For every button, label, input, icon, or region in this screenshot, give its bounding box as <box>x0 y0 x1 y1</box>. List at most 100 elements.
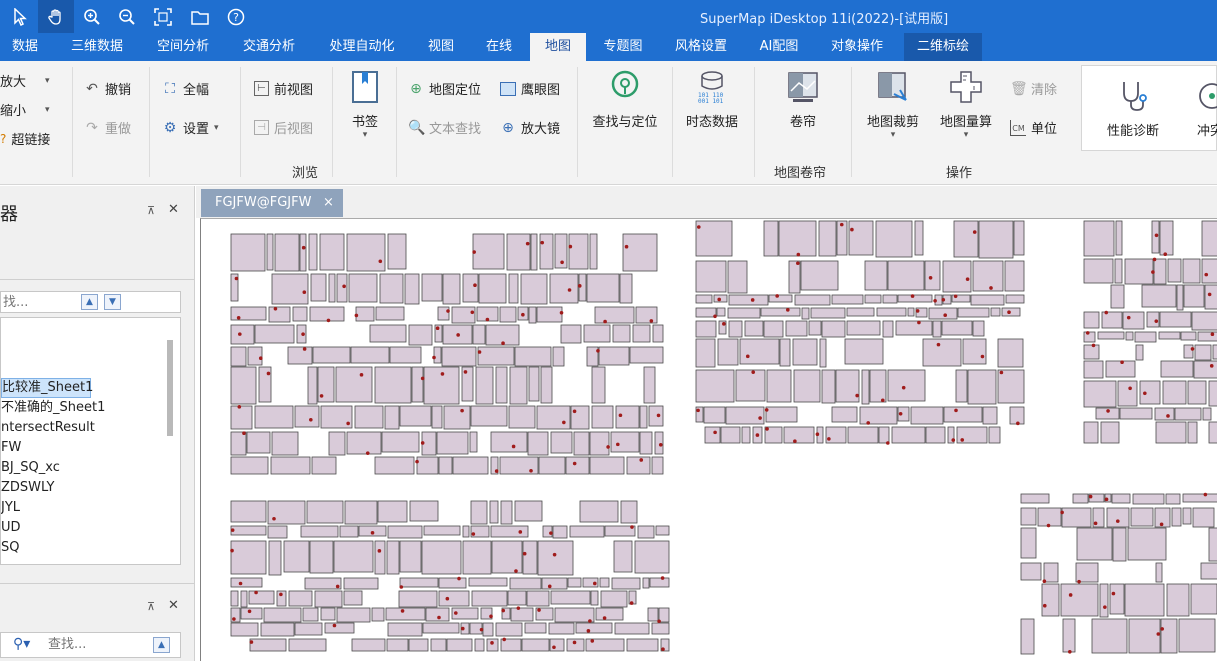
perf-diag-button[interactable]: 性能诊断 <box>1098 78 1168 139</box>
building-polygon <box>825 426 847 444</box>
open-folder-icon[interactable] <box>182 0 218 33</box>
point-marker <box>230 548 234 553</box>
map-clip-button[interactable]: 地图裁剪 ▾ <box>864 69 922 140</box>
tab-map[interactable]: 地图 <box>530 33 586 61</box>
point-marker <box>479 627 484 632</box>
search-down-icon[interactable]: ▼ <box>104 294 121 310</box>
close-icon[interactable]: ✕ <box>168 598 179 613</box>
select-arrow-icon[interactable] <box>2 0 38 33</box>
eagle-eye-button[interactable]: 鹰眼图 <box>500 79 560 98</box>
tab-data[interactable]: 数据 <box>11 39 38 54</box>
building-polygon <box>1061 507 1092 528</box>
svg-text:?: ? <box>233 11 239 24</box>
pan-hand-icon[interactable] <box>38 0 74 33</box>
clear-button[interactable]: 🗑清除 <box>1010 79 1057 99</box>
layer-item[interactable]: SQ <box>1 540 20 555</box>
zoom-in-icon[interactable] <box>74 0 110 33</box>
layer-item[interactable]: ntersectResult <box>1 420 95 435</box>
building-polygon <box>1159 311 1192 328</box>
pin-icon[interactable]: ⊼ <box>147 204 156 217</box>
map-locate-button[interactable]: ⊕地图定位 <box>408 79 481 99</box>
building-polygon <box>541 577 568 590</box>
settings-button[interactable]: ⚙设置▾ <box>162 118 219 138</box>
close-tab-icon[interactable]: × <box>323 195 334 210</box>
zoom-in-button[interactable]: 放大▾ <box>0 71 50 90</box>
building-polygon <box>647 607 659 622</box>
layer-item[interactable]: 比较准_Sheet1 <box>1 378 93 398</box>
tab-thematic-map[interactable]: 专题图 <box>603 39 643 54</box>
tab-spatial-analysis[interactable]: 空间分析 <box>156 39 209 54</box>
unit-label: 单位 <box>1031 122 1058 137</box>
tab-processing-automation[interactable]: 处理自动化 <box>329 39 395 54</box>
help-icon[interactable]: ? <box>218 0 254 33</box>
building-polygon <box>639 405 648 429</box>
find-locate-button[interactable]: 查找与定位 <box>588 69 662 130</box>
tab-object-operations[interactable]: 对象操作 <box>830 39 883 54</box>
swipe-button[interactable]: 卷帘 <box>784 69 822 130</box>
building-polygon <box>635 306 658 324</box>
tab-2d-plotting[interactable]: 二维标绘 <box>904 33 982 61</box>
layer-item[interactable]: JYL <box>1 500 21 515</box>
search-up-icon[interactable]: ▲ <box>81 294 98 310</box>
layer-item[interactable]: UD <box>1 520 21 535</box>
map-canvas[interactable] <box>201 219 1217 661</box>
building-polygon <box>1154 407 1175 421</box>
point-marker <box>629 601 634 605</box>
tab-3d-data[interactable]: 三维数据 <box>70 39 123 54</box>
close-icon[interactable]: ✕ <box>168 202 179 217</box>
layer-item[interactable]: 不准确的_Sheet1 <box>1 400 106 415</box>
point-marker <box>454 611 458 615</box>
map-window[interactable] <box>200 218 1217 661</box>
secondary-search-input[interactable] <box>48 637 128 652</box>
undo-button[interactable]: ↶撤销 <box>84 79 131 99</box>
zoom-out-icon[interactable] <box>109 0 145 33</box>
point-marker <box>301 245 306 250</box>
bookmark-button[interactable]: 书签 ▾ <box>345 69 385 140</box>
layer-item[interactable]: FW <box>1 440 22 455</box>
point-marker <box>511 444 516 449</box>
pin-icon[interactable]: ⊼ <box>147 600 156 613</box>
conflict-button[interactable]: 冲突 <box>1192 78 1217 139</box>
tab-ai-map[interactable]: AI配图 <box>759 39 799 54</box>
point-marker <box>377 549 382 553</box>
layer-item[interactable]: ZDSWLY <box>1 480 55 495</box>
point-marker <box>1042 603 1047 608</box>
building-polygon <box>788 260 801 294</box>
map-measure-button[interactable]: 地图量算 ▾ <box>937 69 995 140</box>
building-polygon <box>728 294 769 306</box>
building-polygon <box>695 260 727 293</box>
text-search-button[interactable]: 🔍文本查找 <box>408 118 481 138</box>
tab-online[interactable]: 在线 <box>485 39 512 54</box>
point-marker <box>1120 360 1124 365</box>
search-icon[interactable]: ⚲▾ <box>13 636 31 652</box>
building-polygon <box>430 638 447 652</box>
tab-map-window[interactable]: FGJFW@FGJFW × <box>201 189 343 217</box>
building-polygon <box>292 306 308 322</box>
redo-button[interactable]: ↷重做 <box>84 118 131 138</box>
magnifier-button[interactable]: ⊕放大镜 <box>500 118 560 138</box>
full-extent-button[interactable]: ⛶全幅 <box>162 79 209 99</box>
prev-view-button[interactable]: ⊢前视图 <box>254 79 313 98</box>
layer-search-input[interactable] <box>1 292 79 312</box>
hyperlink-button[interactable]: ?超链接 <box>0 129 50 149</box>
point-marker <box>649 319 654 323</box>
next-view-button[interactable]: ⊣后视图 <box>254 118 313 137</box>
tab-view[interactable]: 视图 <box>427 39 454 54</box>
building-polygon <box>552 525 568 539</box>
tab-traffic-analysis[interactable]: 交通分析 <box>242 39 295 54</box>
layer-item[interactable]: BJ_SQ_xc <box>1 460 60 475</box>
point-marker <box>490 641 494 645</box>
layer-tree-scrollbar[interactable] <box>167 340 173 436</box>
building-polygon <box>1178 618 1216 653</box>
search-up-icon[interactable]: ▲ <box>153 637 170 653</box>
tab-style-settings[interactable]: 风格设置 <box>674 39 727 54</box>
building-polygon <box>800 260 839 291</box>
full-extent-icon[interactable] <box>145 0 181 33</box>
document-tab-strip: FGJFW@FGJFW × <box>196 186 1217 218</box>
point-marker <box>999 370 1004 375</box>
building-polygon <box>589 431 610 456</box>
zoom-out-button[interactable]: 缩小▾ <box>0 100 50 119</box>
building-polygon <box>887 369 926 402</box>
